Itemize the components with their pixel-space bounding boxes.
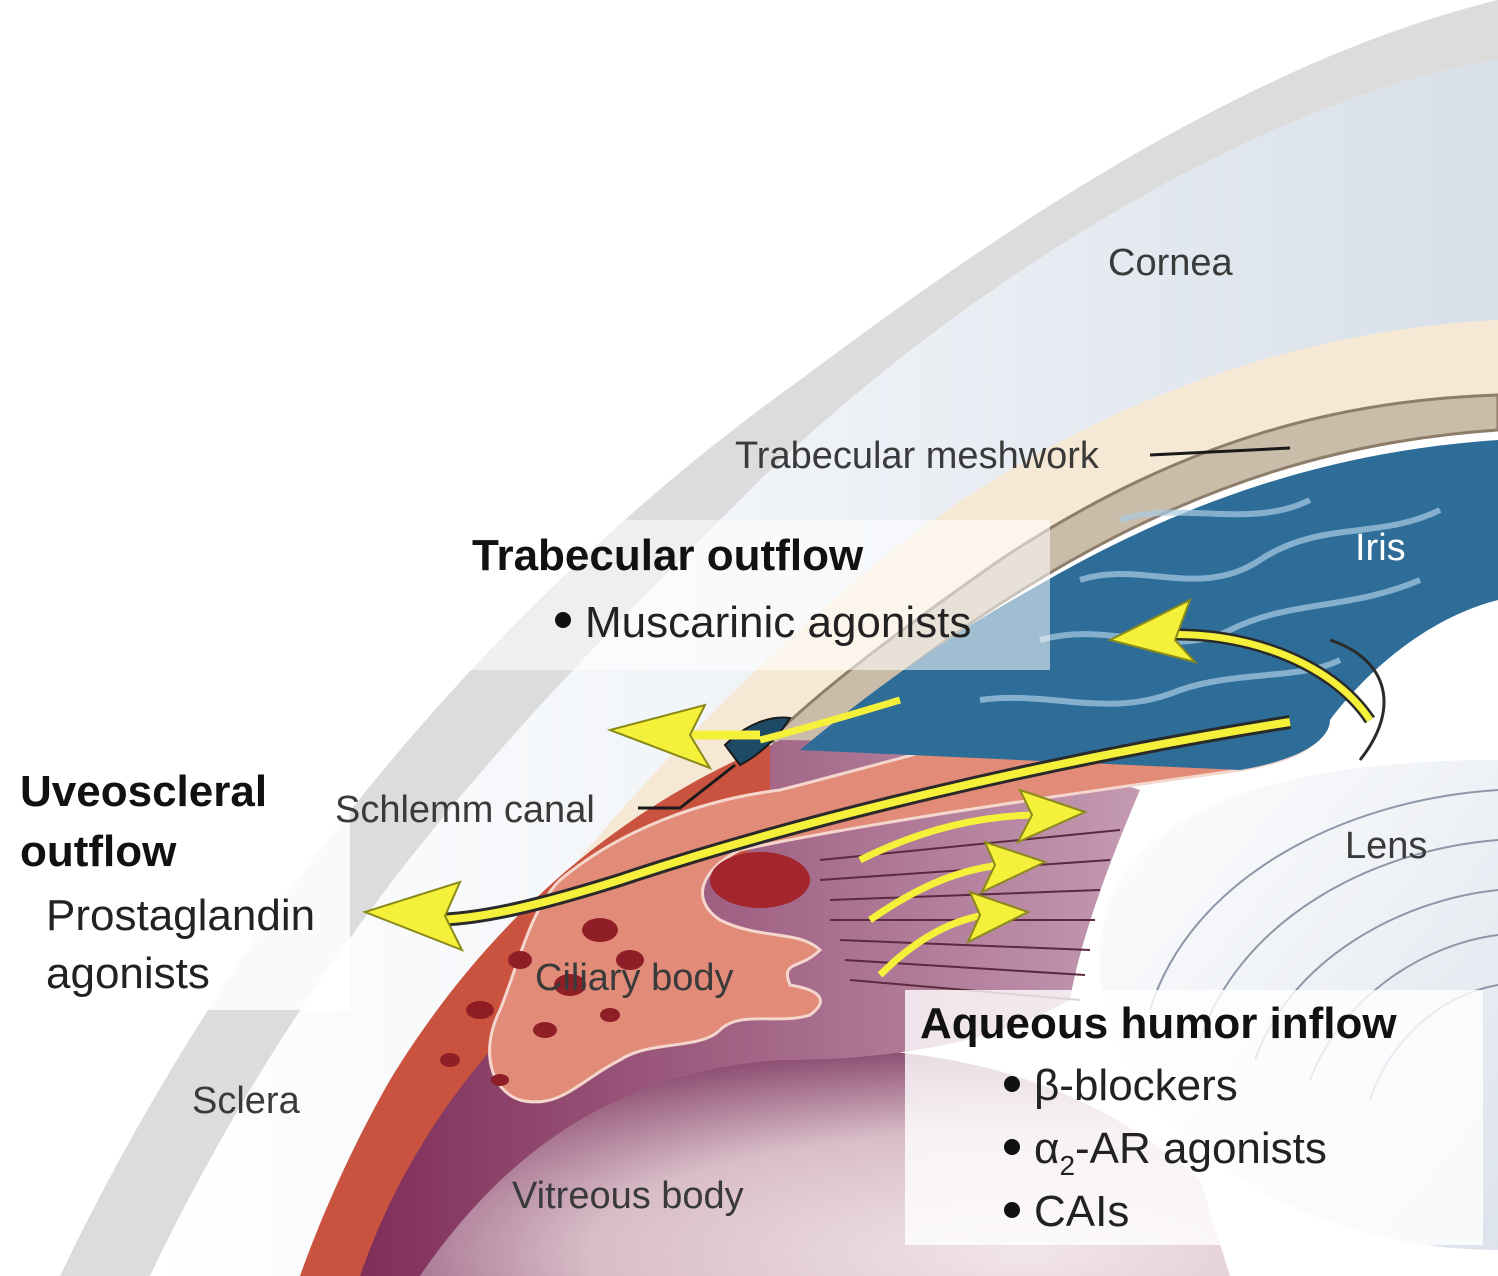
cais-text: CAIs [1034,1187,1129,1236]
bullet-icon [1004,1139,1020,1155]
prostaglandin-item-2: agonists [46,949,210,998]
vitreous-body-label: Vitreous body [512,1175,744,1217]
cais-item: CAIs [1034,1187,1129,1236]
ciliary-body-label: Ciliary body [535,957,734,999]
trabecular-outflow-title: Trabecular outflow [472,531,864,580]
alpha2-agonists-item: α2-AR agonists [1034,1124,1327,1181]
uveoscleral-outflow-title-1: Uveoscleral [20,767,267,816]
alpha-subscript: 2 [1059,1150,1075,1181]
muscarinic-agonists-item: Muscarinic agonists [585,598,971,647]
iris-label: Iris [1355,527,1406,569]
beta-blockers-item: β-blockers [1034,1061,1238,1110]
bullet-icon [555,612,571,628]
alpha-agonists-text: -AR agonists [1075,1124,1327,1173]
schlemm-canal-label: Schlemm canal [335,789,595,831]
alpha-symbol: α [1034,1124,1059,1173]
cornea-label: Cornea [1108,242,1233,284]
prostaglandin-item-1: Prostaglandin [46,891,315,940]
trabecular-meshwork-label: Trabecular meshwork [735,435,1100,477]
uveoscleral-outflow-title-2: outflow [20,827,177,876]
lens-label: Lens [1345,825,1427,867]
bullet-icon [1004,1202,1020,1218]
beta-blockers-text: β-blockers [1034,1061,1238,1110]
aqueous-inflow-title: Aqueous humor inflow [920,999,1397,1048]
sclera-label: Sclera [192,1080,301,1122]
bullet-icon [1004,1076,1020,1092]
